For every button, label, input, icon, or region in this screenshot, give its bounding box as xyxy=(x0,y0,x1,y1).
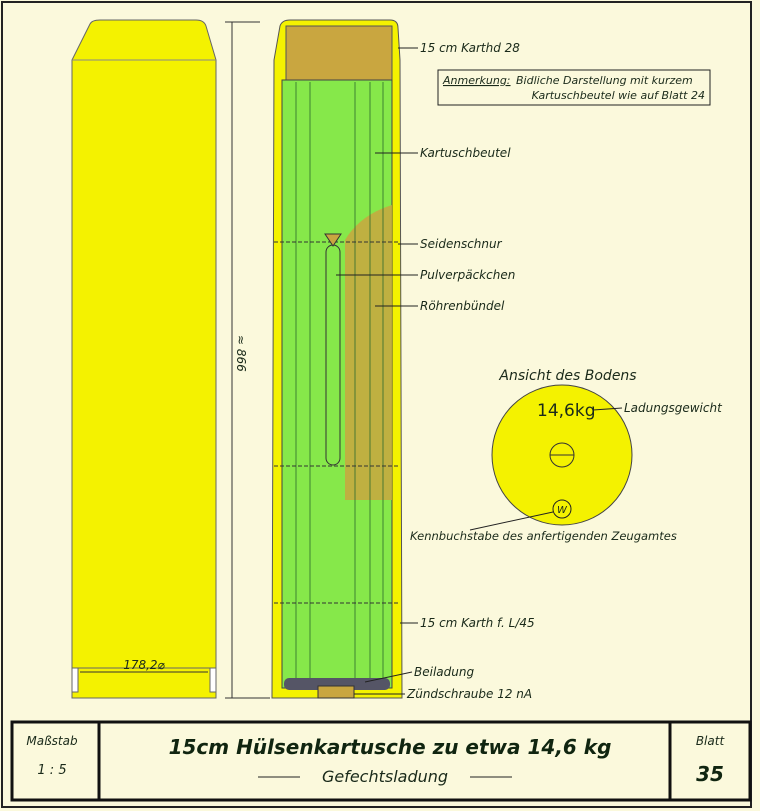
label-primer-screw: Zündschraube 12 nA xyxy=(406,687,532,701)
leader-lines xyxy=(336,47,418,695)
diameter-dimension: 178,2⌀ xyxy=(123,658,165,672)
primer-screw xyxy=(317,685,355,699)
drawing-title: 15cm Hülsenkartusche zu etwa 14,6 kg xyxy=(169,735,612,759)
base-weight: 14,6kg xyxy=(537,401,596,421)
note-line-1: Bidliche Darstellung mit kurzem xyxy=(516,74,693,87)
label-cartridge-bag: Kartuschbeutel xyxy=(420,146,511,160)
label-mark: Kennbuchstabe des anfertigenden Zeugamte… xyxy=(410,529,677,543)
sheet-value: 35 xyxy=(696,762,724,786)
label-case-name: 15 cm Karthd 28 xyxy=(420,41,520,55)
label-supplementary-charge: Beiladung xyxy=(414,665,474,679)
note-title: Anmerkung: xyxy=(442,74,511,87)
label-powder-packet: Pulverpäckchen xyxy=(420,268,515,282)
note-line-2: Kartuschbeutel wie auf Blatt 24 xyxy=(532,89,705,102)
case-exterior-view: 178,2⌀ xyxy=(71,19,217,699)
note-box: Anmerkung: Bidliche Darstellung mit kurz… xyxy=(437,69,711,106)
sheet-label: Blatt xyxy=(696,734,726,748)
base-view: Ansicht des Bodens 14,6kg Ladungsgewicht… xyxy=(410,368,723,543)
label-silk-cord: Seidenschnur xyxy=(420,237,503,251)
label-case-fl45: 15 cm Karth f. L/45 xyxy=(420,616,535,630)
drawing-subtitle: Gefechtsladung xyxy=(322,767,448,786)
length-label: ≈ 866 xyxy=(234,335,248,372)
length-dimension: ≈ 866 xyxy=(225,21,270,699)
title-block: Maßstab 1 : 5 15cm Hülsenkartusche zu et… xyxy=(10,720,752,802)
label-weight: Ladungsgewicht xyxy=(624,401,723,415)
base-view-title: Ansicht des Bodens xyxy=(498,368,636,384)
powder-packet xyxy=(325,244,341,466)
label-tube-bundle: Röhrenbündel xyxy=(420,299,505,313)
case-section-view xyxy=(271,19,403,699)
scale-value: 1 : 5 xyxy=(37,763,66,778)
base-mark: W xyxy=(557,505,568,516)
scale-label: Maßstab xyxy=(26,734,78,748)
